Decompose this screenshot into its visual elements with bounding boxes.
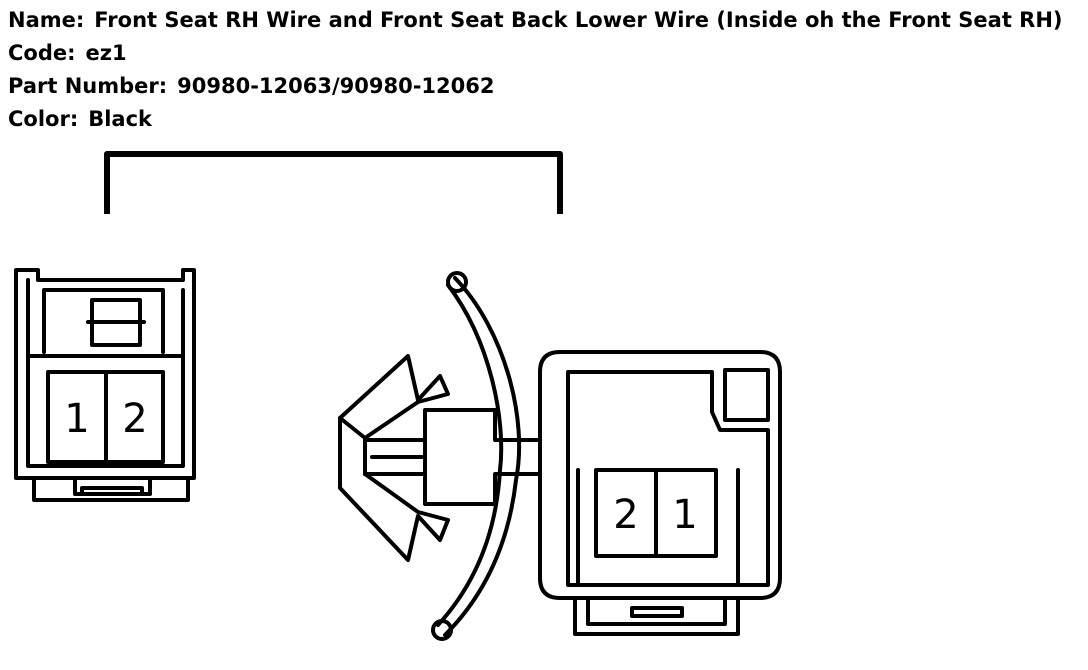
- connector-right-pin-label: 2: [613, 492, 638, 538]
- connector-left: [14, 268, 196, 502]
- connector-left-pin-label: 1: [64, 396, 89, 442]
- clip-arm-bottom-knob: [431, 619, 453, 641]
- clip-collar: [423, 408, 542, 506]
- connector-right-bottom-key: [586, 596, 727, 626]
- name-label: Name:: [8, 8, 85, 32]
- pairing-bracket: [104, 151, 563, 214]
- clip-barb-lower: [338, 416, 450, 562]
- connector-left-bottom-skirt: [32, 476, 190, 502]
- name-row: Name: Front Seat RH Wire and Front Seat B…: [8, 4, 1063, 37]
- connector-info: Name: Front Seat RH Wire and Front Seat B…: [8, 4, 1063, 136]
- part-number-label: Part Number:: [8, 74, 168, 98]
- connector-left-bottom-slot: [80, 486, 144, 496]
- connector-right-bottom-skirt: [573, 596, 740, 636]
- connector-left-lock-frame: [42, 288, 165, 354]
- connector-left-inner-outline: [26, 278, 185, 468]
- connector-right-pin-label: 1: [672, 492, 697, 538]
- part-number-row: Part Number: 90980-12063/90980-12062: [8, 70, 1063, 103]
- color-label: Color:: [8, 107, 79, 131]
- connector-right-side-rails: [576, 468, 740, 587]
- clip-barb-upper: [338, 354, 450, 440]
- code-row: Code: ez1: [8, 37, 1063, 70]
- connector-right-key-box: [723, 368, 770, 422]
- clip-arm-top-knob: [446, 271, 468, 293]
- connector-right-body: [538, 350, 782, 600]
- part-number-value: 90980-12063/90980-12062: [177, 74, 495, 98]
- color-value: Black: [88, 107, 153, 131]
- mounting-clip: [338, 271, 542, 641]
- connector-right: [538, 350, 782, 636]
- connector-right-inner-outline: [566, 370, 770, 587]
- code-label: Code:: [8, 41, 76, 65]
- color-row: Color: Black: [8, 103, 1063, 136]
- connector-left-pin-label: 2: [122, 396, 147, 442]
- connector-left-lock-tab: [86, 298, 146, 347]
- code-value: ez1: [85, 41, 127, 65]
- name-value: Front Seat RH Wire and Front Seat Back L…: [94, 8, 1063, 32]
- clip-arm-outer: [443, 276, 522, 637]
- clip-arm-inner: [436, 283, 504, 627]
- connector-right-bottom-slot: [630, 606, 684, 618]
